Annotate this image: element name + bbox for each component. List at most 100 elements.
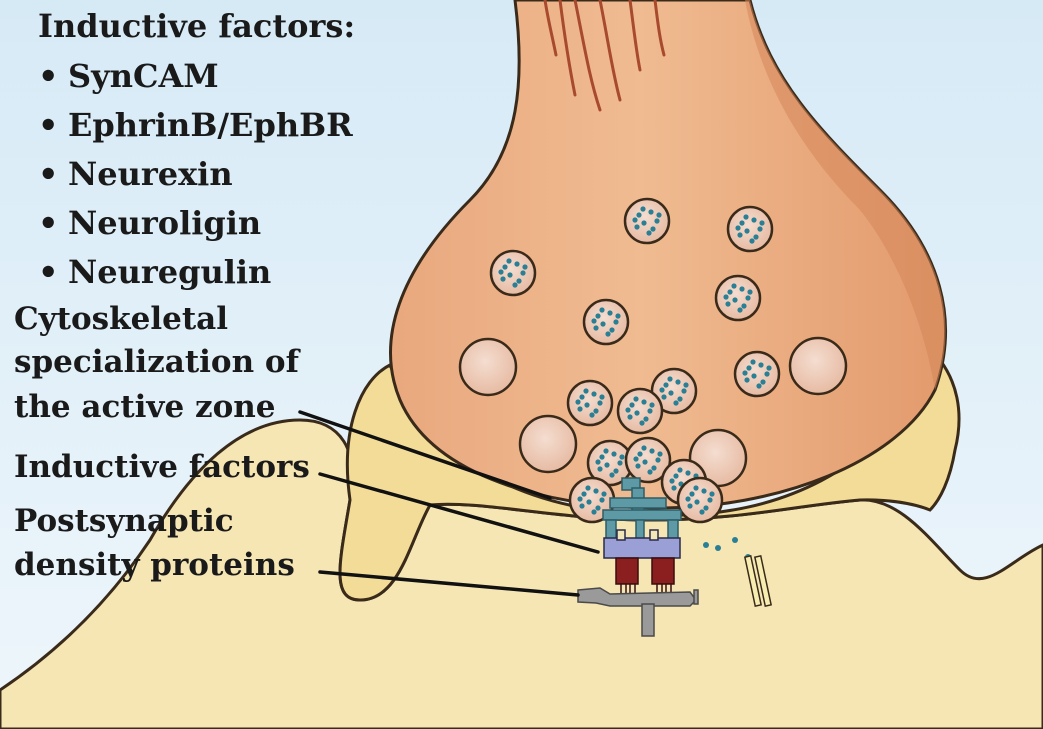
transmitter-dot [605,331,610,336]
transmitter-dot [766,365,771,370]
transmitter-dot [595,313,600,318]
synaptic-vesicle [568,381,612,425]
transmitter-dot [502,264,507,269]
transmitter-dot [667,376,672,381]
transmitter-dot [641,399,646,404]
transmitter-dot [657,451,662,456]
transmitter-dot [671,485,676,490]
transmitter-dot [669,478,674,483]
transmitter-dot [751,217,756,222]
transmitter-dot [649,448,654,453]
transmitter-dot [651,465,656,470]
cytoskeletal-label-line2: specialization of [14,341,299,383]
transmitter-dot [703,505,708,510]
transmitter-dot [742,370,747,375]
transmitter-dot [648,209,653,214]
transmitter-dot [731,283,736,288]
cytoskeletal-label-line1: Cytoskeletal [14,298,228,340]
transmitter-dot [617,460,622,465]
transmitter-dot [575,399,580,404]
transmitter-dot [591,318,596,323]
transmitter-dot [677,396,682,401]
transmitter-dot [577,496,582,501]
synaptic-vesicle [625,199,669,243]
transmitter-dot [599,394,604,399]
transmitter-dot [707,497,712,502]
transmitter-dot [673,400,678,405]
transmitter-dot [758,362,763,367]
inductive-factors-label: Inductive factors [14,446,310,488]
transmitter-dot [654,218,659,223]
transmitter-dot [725,301,730,306]
list-item: •Neurexin [38,150,353,199]
transmitter-dot [633,456,638,461]
transmitter-dot [589,412,594,417]
transmitter-dot [629,402,634,407]
transmitter-dot [593,408,598,413]
transmitter-dot [685,496,690,501]
list-item: •Neuregulin [38,248,353,297]
transmitter-dot [625,407,630,412]
transmitter-dot [640,206,645,211]
transmitter-dot [650,226,655,231]
transmitter-dot [577,406,582,411]
transmitter-dot [595,459,600,464]
transmitter-dot [599,497,604,502]
transmitter-dot [609,327,614,332]
transmitter-dot [585,485,590,490]
transmitter-dot [663,382,668,387]
synaptic-vesicle [678,478,722,522]
transmitter-dot [694,499,699,504]
transmitter-dot [687,503,692,508]
inductive-factors-list: •SynCAM •EphrinB/EphBR •Neurexin •Neurol… [38,52,353,297]
transmitter-dot [647,408,652,413]
transmitter-dot [661,394,666,399]
transmitter-dot [599,307,604,312]
transmitter-dot [613,468,618,473]
transmitter-dot [637,451,642,456]
transmitter-dot [634,224,639,229]
transmitter-dot [579,394,584,399]
transmitter-dot [584,402,589,407]
transmitter-dot [655,457,660,462]
transmitter-dot [759,220,764,225]
transmitter-dot [764,371,769,376]
transmitter-dot [500,276,505,281]
transmitter-dot [668,390,673,395]
transmitter-dot [741,303,746,308]
transmitter-dot [619,454,624,459]
transmitter-dot [739,286,744,291]
list-item: •EphrinB/EphBR [38,101,353,150]
transmitter-dot [643,416,648,421]
transmitter-dot [506,258,511,263]
transmitter-dot [745,295,750,300]
transmitter-dot [646,230,651,235]
transmitter-dot [583,388,588,393]
transmitter-dot [642,459,647,464]
transmitter-dot [709,491,714,496]
transmitter-dot [522,264,527,269]
list-item: •SynCAM [38,52,353,101]
transmitter-dot [685,470,690,475]
synaptic-vesicle [618,389,662,433]
transmitter-dot [615,313,620,318]
synaptic-vesicle [735,352,779,396]
synaptic-vesicle [491,251,535,295]
transmitter-dot [744,228,749,233]
synaptic-vesicle [716,276,760,320]
synaptic-vesicle [584,300,628,344]
transmitter-dot [507,272,512,277]
inductive-factors-heading: Inductive factors: [38,6,355,46]
transmitter-dot [579,503,584,508]
transmitter-dot [757,226,762,231]
transmitter-dot [683,382,688,387]
transmitter-dot [681,388,686,393]
transmitter-dot [607,310,612,315]
cytoskeletal-label-line3: the active zone [14,386,276,428]
transmitter-dot [613,319,618,324]
transmitter-dot [747,289,752,294]
transmitter-dot [597,400,602,405]
list-item: •Neuroligin [38,199,353,248]
transmitter-dot [636,212,641,217]
transmitter-dot [591,391,596,396]
